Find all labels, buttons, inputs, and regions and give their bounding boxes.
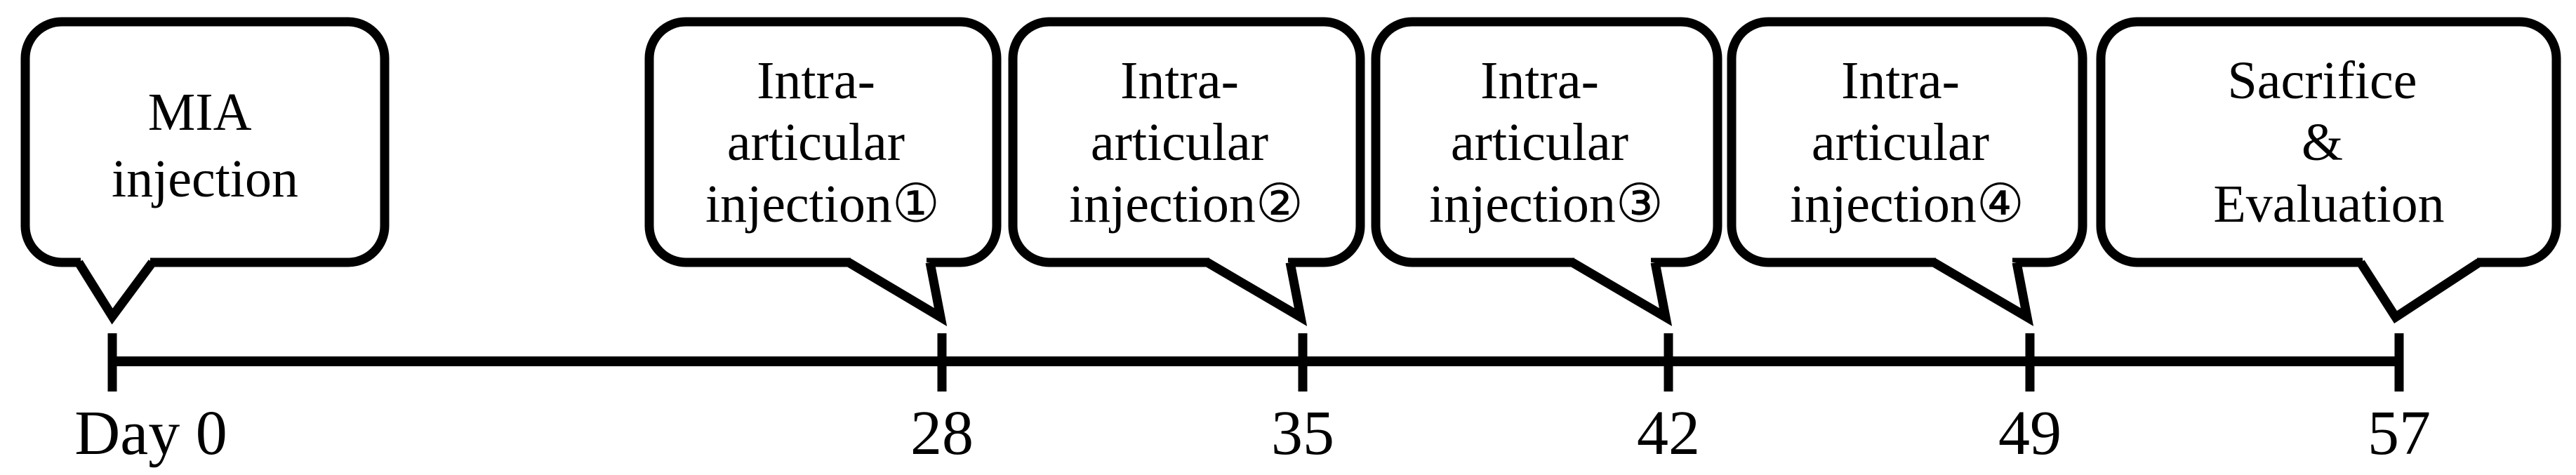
- bubble-text-line: Sacrifice: [2227, 51, 2417, 110]
- speech-bubble-label: MIA injection: [112, 83, 298, 208]
- timeline-label-day-42: 42: [1637, 399, 1700, 468]
- speech-bubble-label: Intra- articular injection④: [1790, 51, 2024, 234]
- bubble-text-line: MIA: [148, 83, 252, 142]
- bubble-text-line: &: [2302, 113, 2343, 172]
- speech-bubble-body: [1371, 17, 1722, 267]
- speech-bubble-tail: [1204, 258, 1308, 326]
- timeline-label-day-57: 57: [2368, 399, 2431, 468]
- speech-bubble-label: Intra- articular injection①: [705, 51, 940, 234]
- speech-bubble-body: [644, 17, 1002, 267]
- bubble-text-line: injection②: [1069, 175, 1303, 234]
- event-bubble-intra-articular-injection-4: Intra- articular injection④: [1727, 17, 2087, 326]
- bubble-text-line: articular: [727, 113, 905, 172]
- bubble-text-line: Intra-: [1120, 51, 1239, 110]
- speech-bubble-tail: [2356, 258, 2482, 324]
- timeline-label-day-49: 49: [1998, 399, 2062, 468]
- speech-bubble-tail: [1569, 258, 1673, 326]
- bubble-text-line: injection④: [1790, 175, 2024, 234]
- event-bubble-intra-articular-injection-1: Intra- articular injection①: [644, 17, 1002, 326]
- speech-bubble-body: [20, 17, 390, 267]
- speech-bubble-label: Intra- articular injection②: [1069, 51, 1303, 234]
- speech-bubble-tail: [1931, 258, 2034, 326]
- speech-bubble-label: Intra- articular injection③: [1429, 51, 1664, 234]
- timeline-label-day-35: 35: [1271, 399, 1334, 468]
- speech-bubble-body: [2096, 17, 2561, 267]
- event-bubble-mia-injection: MIA injection: [20, 17, 390, 325]
- timeline-label-day-0: Day 0: [74, 399, 227, 468]
- event-bubble-intra-articular-injection-2: Intra- articular injection②: [1008, 17, 1365, 326]
- event-bubble-sacrifice-evaluation: Sacrifice & Evaluation: [2096, 17, 2561, 324]
- bubble-text-line: Intra-: [1480, 51, 1599, 110]
- bubble-text-line: articular: [1451, 113, 1628, 172]
- timeline-axis-group: Day 0 28 35 42 49 57: [74, 333, 2431, 468]
- speech-bubble-tail: [846, 258, 948, 326]
- event-bubble-intra-articular-injection-3: Intra- articular injection③: [1371, 17, 1722, 326]
- bubble-text-line: articular: [1812, 113, 1989, 172]
- bubble-text-line: Evaluation: [2213, 175, 2444, 234]
- bubble-text-line: articular: [1091, 113, 1268, 172]
- timeline-label-day-28: 28: [910, 399, 974, 468]
- bubble-text-line: Intra-: [757, 51, 875, 110]
- bubble-text-line: injection③: [1429, 175, 1664, 234]
- speech-bubble-body: [1727, 17, 2087, 267]
- speech-bubble-body: [1008, 17, 1365, 267]
- speech-bubble-label: Sacrifice & Evaluation: [2213, 51, 2444, 234]
- bubble-text-line: Intra-: [1841, 51, 1960, 110]
- bubble-text-line: injection: [112, 149, 298, 208]
- speech-bubble-tail: [74, 260, 157, 325]
- bubble-text-line: injection①: [705, 175, 940, 234]
